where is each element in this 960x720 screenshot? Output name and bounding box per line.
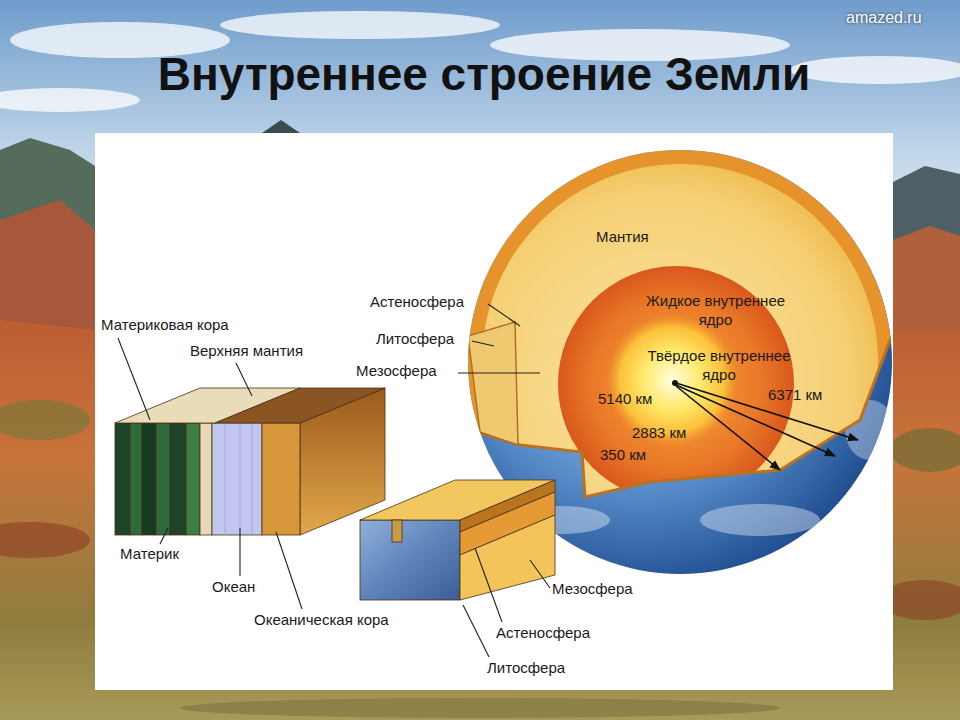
layer-label: Твёрдое внутреннее ядро <box>634 347 804 385</box>
earth-cutaway <box>455 135 905 574</box>
layer-label: Литосфера <box>487 659 565 678</box>
center-point <box>672 380 678 386</box>
depth-value: 5140 км <box>598 390 652 409</box>
depth-value: 350 км <box>600 446 646 465</box>
clouds <box>0 11 960 112</box>
layer-label: Океаническая кора <box>254 611 389 630</box>
layer-label: Астеносфера <box>370 293 464 312</box>
layer-label: Мантия <box>596 228 649 247</box>
layer-label: Жидкое внутреннее ядро <box>628 292 803 330</box>
leader-lines <box>118 304 550 657</box>
layer-label: Материковая кора <box>101 316 229 335</box>
mountain-slope <box>0 200 95 330</box>
oceanic-block <box>360 480 555 600</box>
layer-label: Материк <box>120 545 179 564</box>
continental-block <box>115 388 385 535</box>
watermark: amazed.ru <box>846 8 922 28</box>
mountain-slope <box>893 226 960 330</box>
depth-value: 6371 км <box>768 386 822 405</box>
layer-label: Верхняя мантия <box>190 342 303 361</box>
layer-label: Мезосфера <box>552 580 633 599</box>
layer-label: Литосфера <box>376 330 454 349</box>
cut-edge <box>455 135 905 497</box>
cut-face <box>468 322 518 445</box>
radius-arrows <box>676 383 858 470</box>
layer-label: Астеносфера <box>496 624 590 643</box>
depth-value: 2883 км <box>632 424 686 443</box>
page-title: Внутреннее строение Земли <box>4 46 960 104</box>
white-panel <box>95 133 893 690</box>
mountain-peak <box>262 120 300 133</box>
layer-label: Мезосфера <box>356 362 437 381</box>
layer-label: Океан <box>212 578 255 597</box>
